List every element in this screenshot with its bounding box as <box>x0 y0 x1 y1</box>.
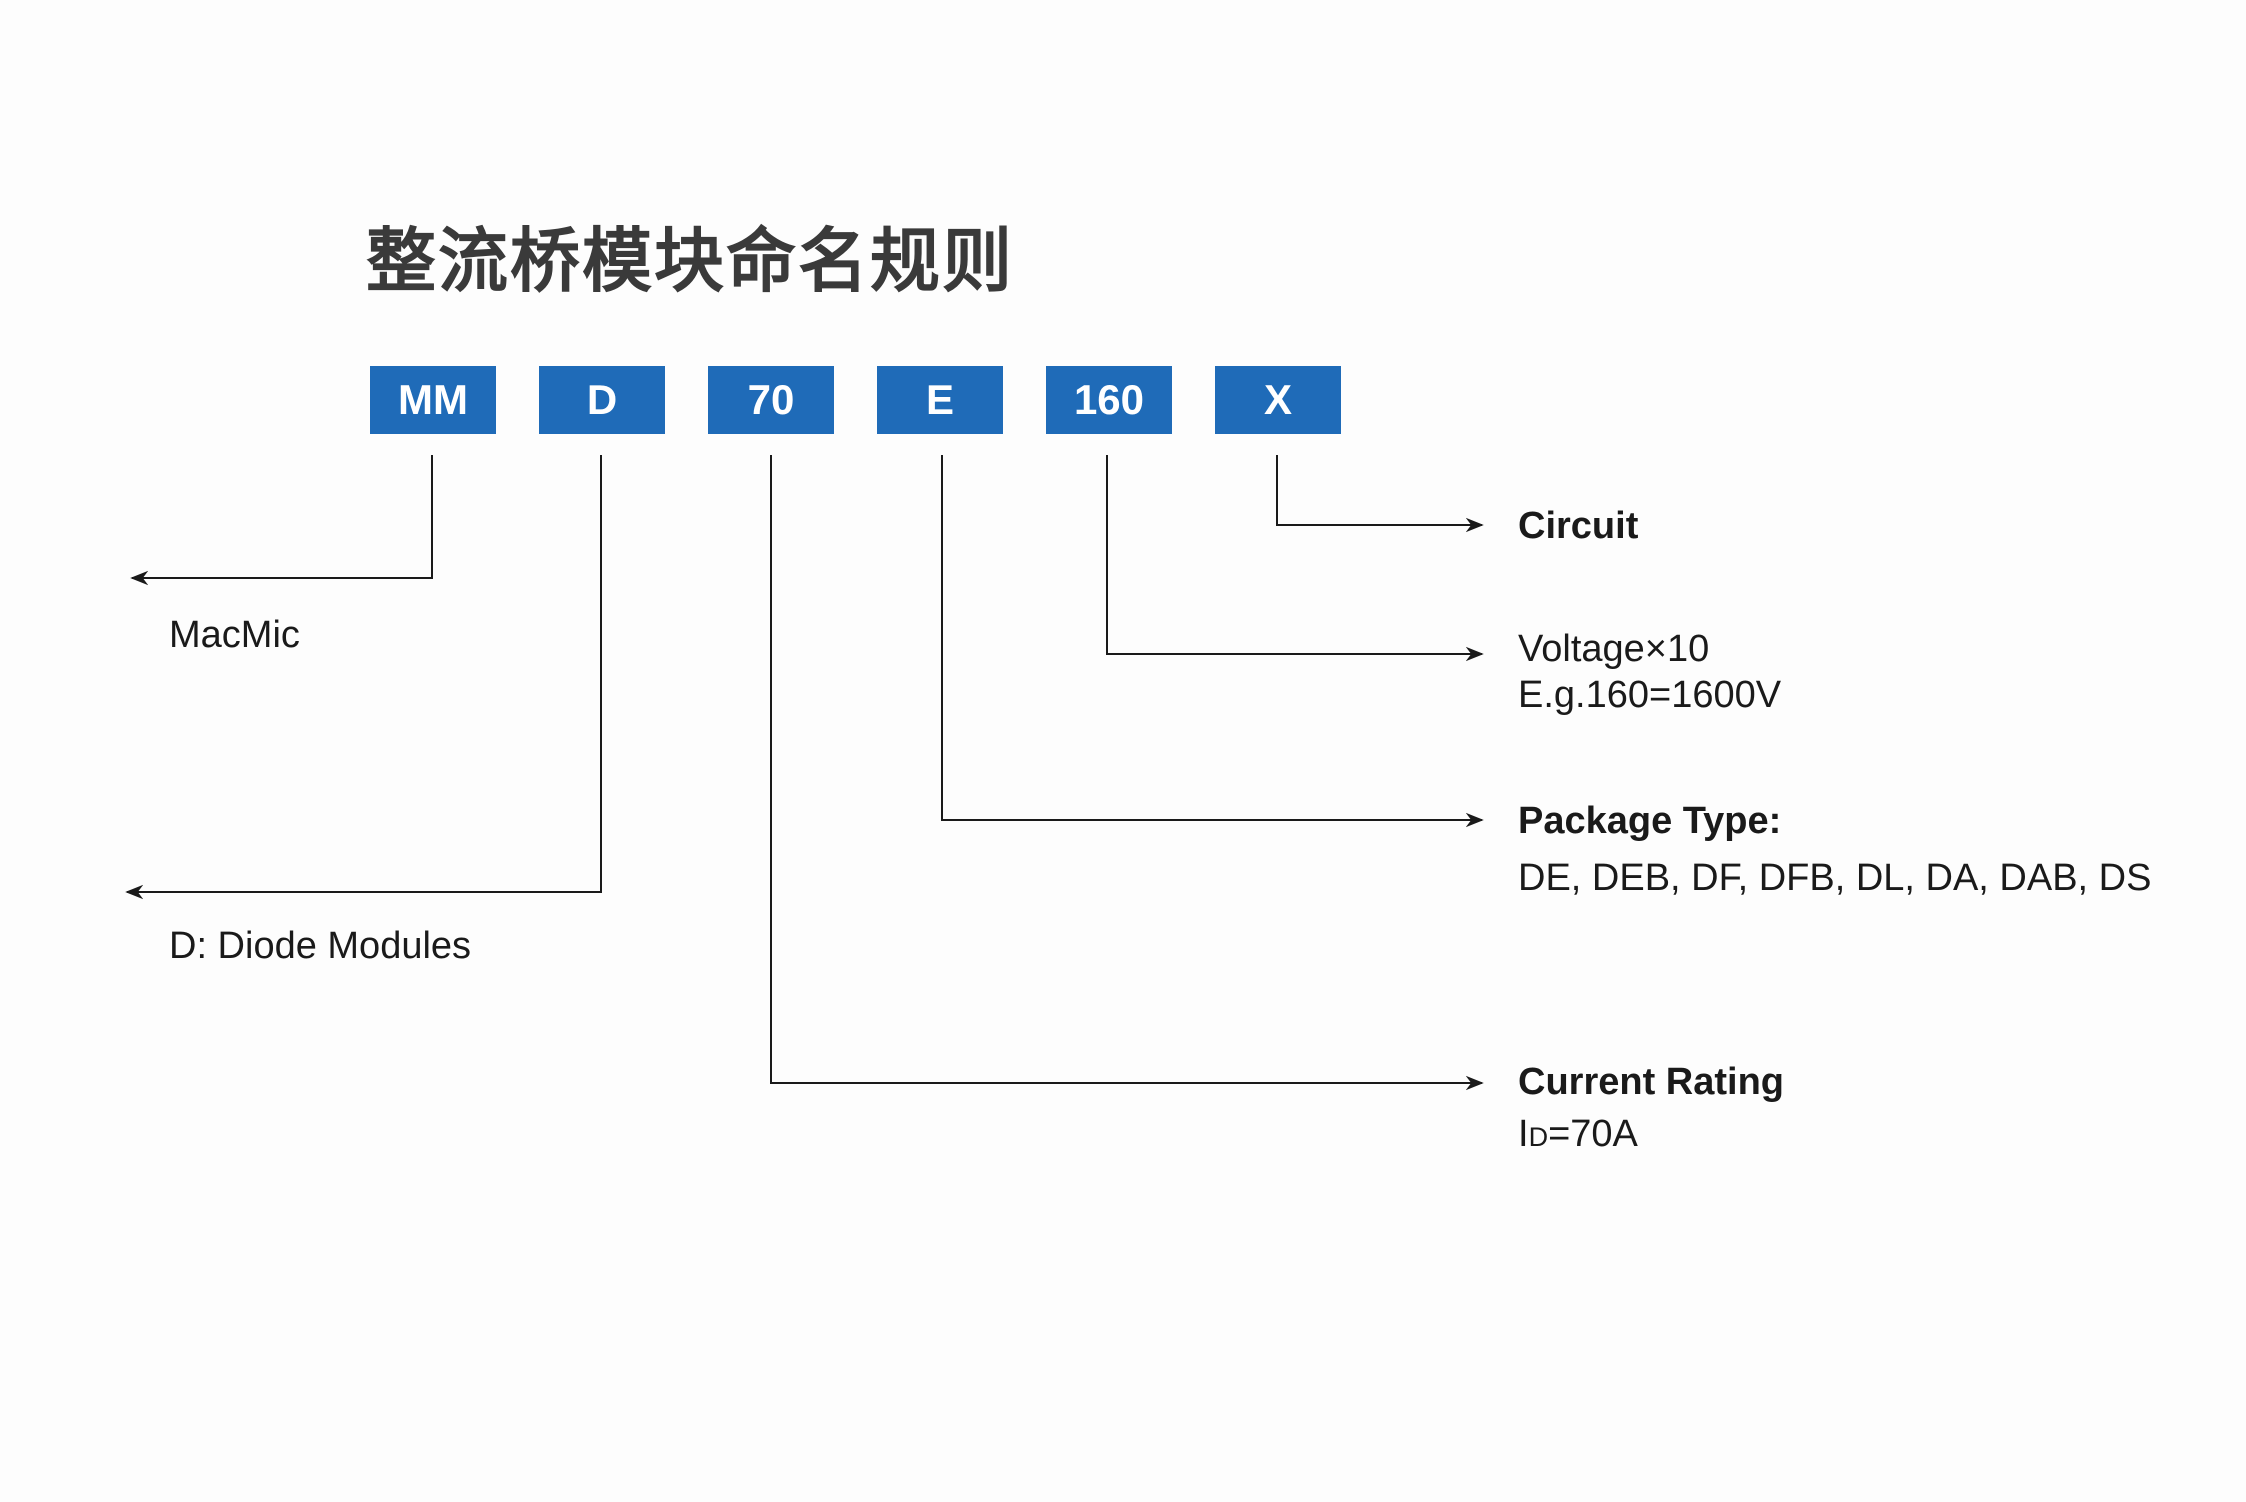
code-box-x: X <box>1215 366 1341 434</box>
label-manufacturer: MacMic <box>169 614 300 656</box>
current-amount: =70A <box>1548 1113 1638 1155</box>
label-diode-modules: D: Diode Modules <box>169 925 472 967</box>
code-box-e: E <box>877 366 1003 434</box>
connector-160 <box>1106 455 1484 662</box>
code-box-mm: MM <box>370 366 496 434</box>
connector-mm <box>130 455 433 586</box>
connector-70 <box>770 455 1484 1091</box>
code-box-160: 160 <box>1046 366 1172 434</box>
code-box-70: 70 <box>708 366 834 434</box>
label-package-type: Package Type: <box>1518 800 1782 842</box>
label-voltage: Voltage×10 <box>1518 628 1710 670</box>
label-current-value: ID=70A <box>1518 1111 1638 1160</box>
code-box-d: D <box>539 366 665 434</box>
current-symbol: I <box>1518 1113 1529 1155</box>
label-current-rating: Current Rating <box>1518 1061 1784 1103</box>
label-circuit: Circuit <box>1518 505 1639 547</box>
connector-d <box>125 455 602 900</box>
connector-e <box>941 455 1484 828</box>
current-subscript: D <box>1528 1122 1549 1152</box>
label-voltage-example: E.g.160=1600V <box>1518 674 1782 716</box>
connector-x <box>1276 455 1484 533</box>
diagram-title: 整流桥模块命名规则 <box>366 220 1014 302</box>
label-package-list: DE, DEB, DF, DFB, DL, DA, DAB, DS <box>1518 857 2152 899</box>
